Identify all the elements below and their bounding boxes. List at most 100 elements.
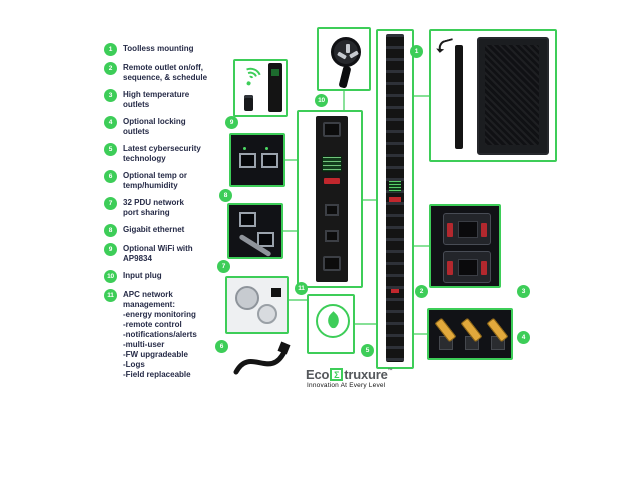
c13-outlet: [325, 230, 339, 242]
outlet-slot: [458, 259, 478, 276]
feature-label: High temperature outlets: [123, 90, 190, 109]
callout-badge-10: 10: [315, 94, 328, 107]
callout-wifi-option: [233, 59, 288, 117]
rj45-port: [261, 153, 278, 168]
plug-cord: [338, 65, 352, 89]
feature-number-badge: 3: [104, 89, 117, 102]
feature-item: 4 Optional locking outlets: [104, 116, 238, 137]
outlet-slot: [458, 221, 478, 238]
feature-label: Remote outlet on/off, sequence, & schedu…: [123, 63, 208, 82]
outlet-module: [443, 213, 491, 245]
feature-label: Optional temp or temp/humidity: [123, 171, 187, 190]
feature-number-badge: 10: [104, 270, 117, 283]
callout-badge-2: 2: [415, 285, 428, 298]
rack-mesh-door: [485, 45, 539, 145]
callout-locking-outlets: [427, 308, 513, 360]
pdu-lcd-display: [322, 156, 342, 172]
port-led: [243, 147, 246, 150]
feature-item: 10 Input plug: [104, 270, 238, 283]
red-latch: [447, 223, 453, 237]
feature-item: 3 High temperature outlets: [104, 89, 238, 110]
feature-label: Optional locking outlets: [123, 117, 186, 136]
feature-number-badge: 6: [104, 170, 117, 183]
sensor-pod: [235, 286, 259, 310]
sensor-pod: [257, 304, 277, 324]
callout-outlets-closeup: [429, 204, 501, 288]
pdu-full-view: [376, 29, 414, 369]
feature-item: 11 APC network management: -energy monit…: [104, 289, 238, 380]
locking-clip: [460, 317, 483, 343]
feature-label: Optional WiFi with AP9834: [123, 244, 193, 263]
callout-ethernet-ports: [229, 133, 285, 187]
feature-number-badge: 5: [104, 143, 117, 156]
locking-clip: [434, 317, 457, 343]
rj45-port: [257, 232, 274, 247]
logo-eco: Eco: [306, 367, 330, 382]
callout-temp-humidity-sensor: [225, 276, 289, 334]
feature-number-badge: 1: [104, 43, 117, 56]
feature-number-badge: 8: [104, 224, 117, 237]
pdu-indicator: [391, 289, 399, 293]
pdu-bar-photo: [455, 45, 463, 149]
feature-item: 7 32 PDU network port sharing: [104, 197, 238, 218]
wifi-usb-dongle: [244, 95, 253, 111]
mini-pdu-photo: [268, 63, 282, 112]
feature-label: APC network management: -energy monitori…: [123, 290, 197, 379]
callout-badge-11: 11: [295, 282, 308, 295]
red-latch: [481, 261, 487, 275]
rj45-port: [239, 212, 256, 227]
feature-list: 1 Toolless mounting 2 Remote outlet on/o…: [104, 43, 238, 380]
pdu-display: [389, 181, 401, 192]
c19-outlet: [323, 256, 341, 271]
server-rack-photo: [477, 37, 549, 155]
callout-input-plug: [317, 27, 371, 91]
feature-number-badge: 9: [104, 243, 117, 256]
feature-item: 5 Latest cybersecurity technology: [104, 143, 238, 164]
wifi-icon: [234, 64, 267, 96]
callout-badge-9: 9: [225, 116, 238, 129]
feature-number-badge: 4: [104, 116, 117, 129]
feature-number-badge: 2: [104, 62, 117, 75]
feature-label: Latest cybersecurity technology: [123, 144, 201, 163]
mounting-arrow-icon: [436, 38, 456, 52]
leaf-icon: [324, 311, 343, 330]
callout-cybersecurity: [307, 294, 355, 354]
red-latch: [447, 261, 453, 275]
feature-item: 9 Optional WiFi with AP9834: [104, 243, 238, 264]
plug-prong: [349, 50, 359, 59]
callout-badge-6: 6: [215, 340, 228, 353]
c19-outlet: [323, 122, 341, 137]
c13-outlet: [325, 204, 339, 216]
sensor-cable-photo: [233, 341, 291, 375]
callout-badge-4: 4: [517, 331, 530, 344]
feature-item: 8 Gigabit ethernet: [104, 224, 238, 237]
feature-item: 6 Optional temp or temp/humidity: [104, 170, 238, 191]
feature-item: 2 Remote outlet on/off, sequence, & sche…: [104, 62, 238, 83]
callout-network-management-display: [297, 110, 363, 288]
logo-tagline: Innovation At Every Level: [307, 382, 386, 389]
callout-badge-5: 5: [361, 344, 374, 357]
feature-label: Toolless mounting: [123, 44, 194, 53]
logo-trademark: ™: [387, 368, 393, 374]
pdu-body: [316, 116, 348, 282]
ecostruxure-sigma-icon: Σ: [330, 368, 344, 381]
locking-clip: [486, 317, 509, 343]
rj45-port: [239, 153, 256, 168]
plug-body: [331, 37, 361, 67]
port-led: [265, 147, 268, 150]
callout-badge-1: 1: [410, 45, 423, 58]
callout-badge-3: 3: [517, 285, 530, 298]
feature-label: 32 PDU network port sharing: [123, 198, 184, 217]
feature-label: Gigabit ethernet: [123, 225, 185, 234]
feature-label: Input plug: [123, 271, 162, 280]
red-latch: [481, 223, 487, 237]
mini-pdu-display: [271, 69, 279, 76]
callout-network-port-sharing: [227, 203, 283, 259]
outlet-module: [443, 251, 491, 283]
logo-truxure: truxure: [344, 367, 388, 382]
pdu-breaker: [324, 178, 340, 184]
eco-circle-icon: [316, 304, 350, 338]
